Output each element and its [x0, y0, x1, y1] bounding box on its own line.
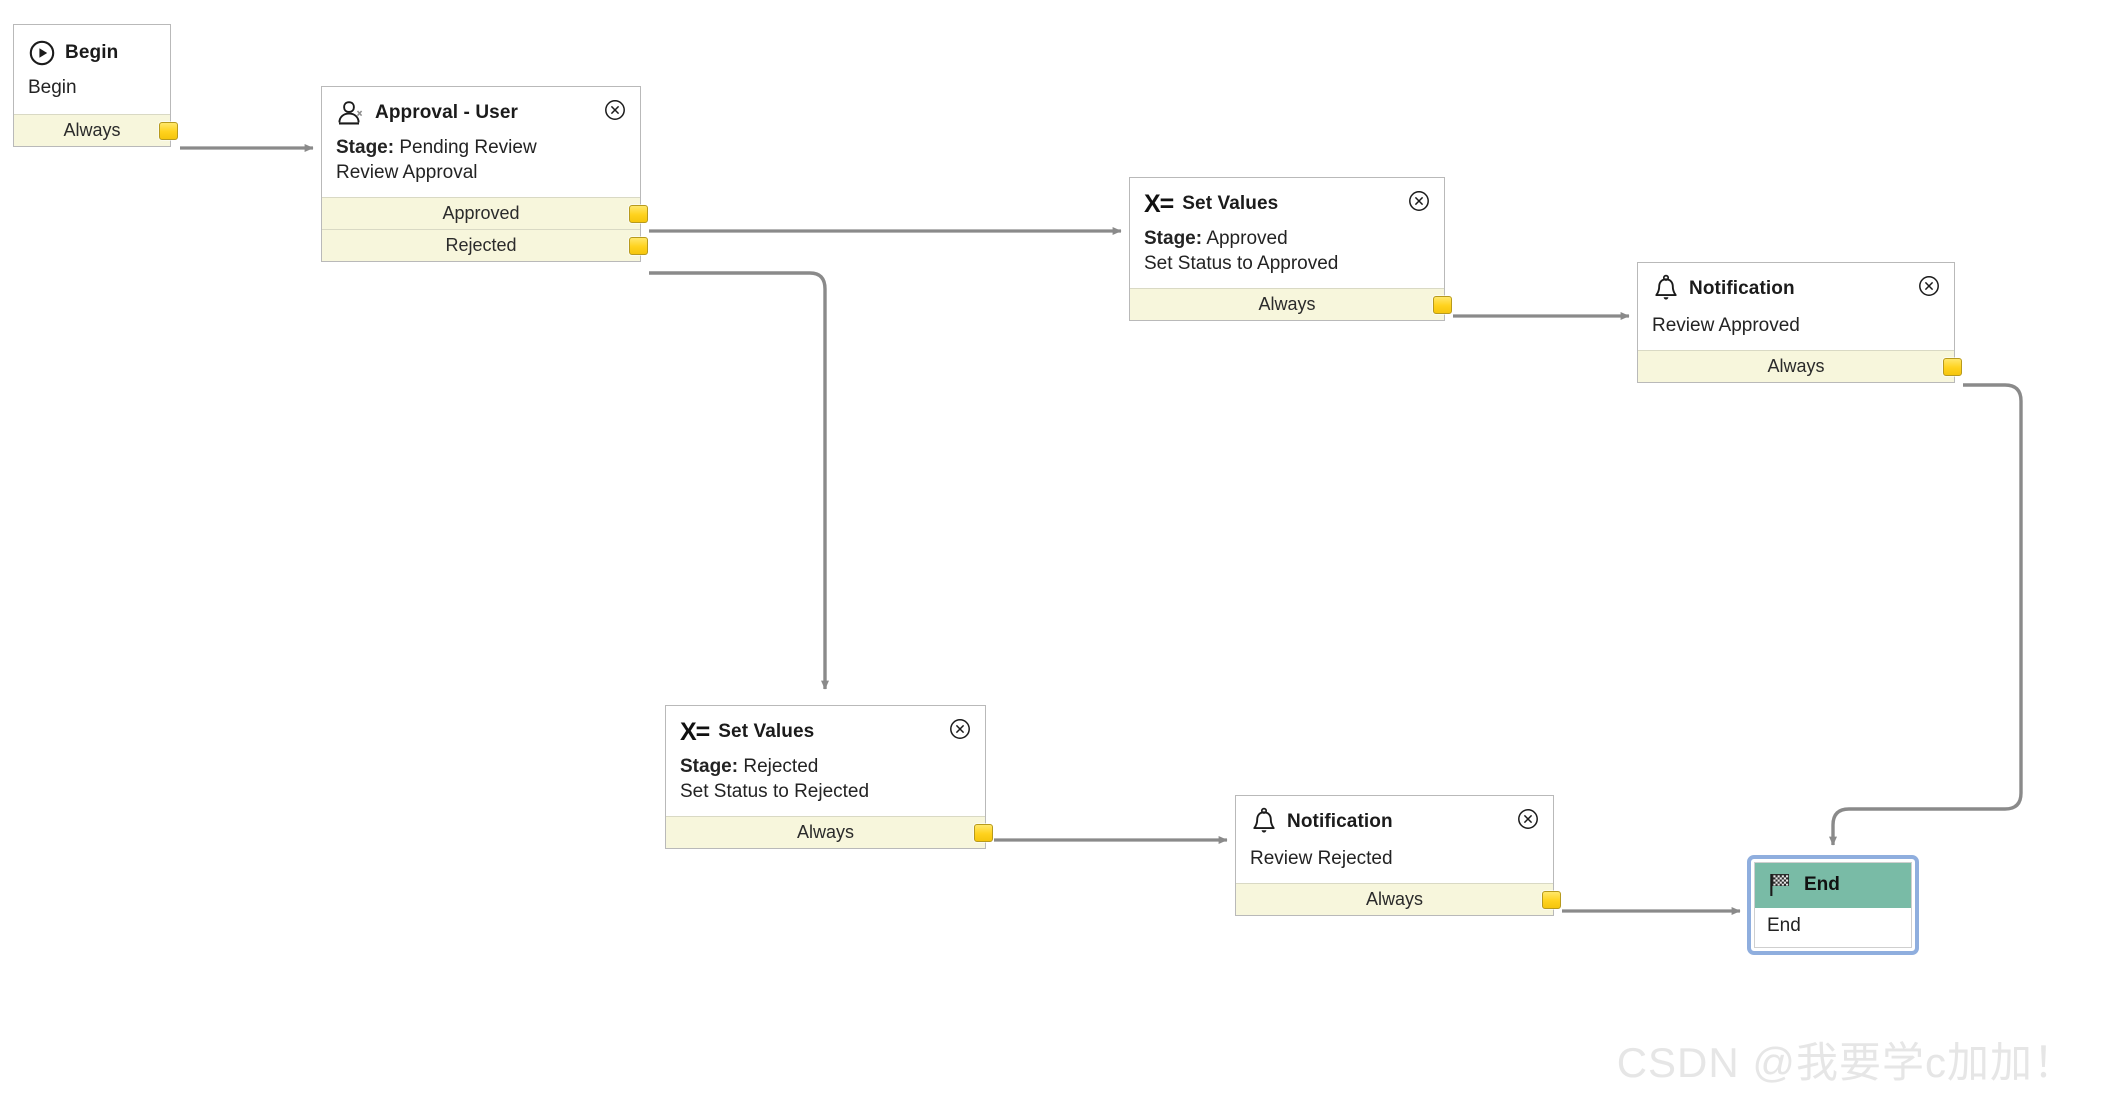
outcome-approval-approved[interactable]: Approved [322, 197, 648, 230]
edge-notification-approved-to-end [1829, 383, 2023, 846]
node-set-values-approved[interactable]: X= Set Values Stage: Approved Set Status… [1129, 177, 1452, 322]
node-begin-header: Begin [28, 37, 156, 69]
watermark: CSDN @我要学c加加！ [1616, 1039, 2076, 1086]
bell-icon [1652, 274, 1680, 304]
node-set-values-rejected-title: Set Values [718, 721, 815, 742]
edge-rejected-to-setvalues [649, 271, 829, 690]
port-begin-always[interactable] [159, 121, 178, 140]
x-equals-icon: X= [680, 717, 710, 746]
node-begin-title: Begin [65, 42, 119, 63]
close-icon[interactable] [1517, 808, 1539, 830]
outcome-approval-approved-label: Approved [442, 203, 520, 224]
node-set-values-rejected-body: X= Set Values Stage: Rejected Set Status… [666, 706, 985, 816]
port-approval-rejected[interactable] [629, 236, 648, 255]
outcome-notification-rejected-always[interactable]: Always [1236, 883, 1561, 916]
x-equals-icon: X= [1144, 189, 1174, 218]
outcome-begin-always-label: Always [63, 120, 121, 141]
node-notification-approved[interactable]: Notification Review Approved Always [1637, 262, 1962, 384]
outcome-set-values-rejected-always-label: Always [796, 822, 854, 843]
port-notification-approved-always[interactable] [1943, 357, 1962, 376]
node-end-inner: End End [1754, 862, 1912, 948]
node-begin[interactable]: Begin Begin Always [13, 24, 178, 148]
node-end-title: End [1804, 874, 1840, 895]
outcome-set-values-approved-always-label: Always [1258, 294, 1316, 315]
close-icon[interactable] [1918, 275, 1940, 297]
node-end[interactable]: End End [1747, 855, 1919, 955]
node-set-values-rejected-stage-value: Rejected [743, 756, 819, 777]
outcome-notification-approved-always-label: Always [1767, 356, 1825, 377]
node-set-values-approved-description: Set Status to Approved [1144, 253, 1339, 275]
node-approval-stage: Stage: Pending Review [336, 136, 626, 160]
node-notification-approved-body: Notification Review Approved [1638, 263, 1954, 350]
node-set-values-rejected-stage-label: Stage: [680, 756, 739, 777]
close-icon[interactable] [604, 99, 626, 121]
outcome-set-values-approved-always[interactable]: Always [1130, 288, 1452, 321]
node-approval-user[interactable]: Approval - User Stage: Pending Review Re… [321, 86, 648, 263]
port-notification-rejected-always[interactable] [1542, 890, 1561, 909]
outcome-approval-rejected[interactable]: Rejected [322, 229, 648, 262]
node-set-values-approved-stage-value: Approved [1206, 228, 1288, 249]
node-notification-approved-header: Notification [1652, 273, 1940, 305]
node-approval-title: Approval - User [375, 102, 518, 123]
node-approval-description: Review Approval [336, 162, 478, 184]
checkered-flag-icon [1765, 870, 1795, 900]
node-set-values-rejected[interactable]: X= Set Values Stage: Rejected Set Status… [665, 705, 993, 850]
node-notification-approved-description: Review Approved [1652, 315, 1800, 336]
close-icon[interactable] [1408, 190, 1430, 212]
node-begin-description: Begin [28, 77, 77, 98]
node-notification-approved-title: Notification [1689, 278, 1795, 299]
node-notification-rejected-title: Notification [1287, 811, 1393, 832]
port-set-values-approved-always[interactable] [1433, 295, 1452, 314]
close-icon[interactable] [949, 718, 971, 740]
node-notification-rejected-header: Notification [1250, 806, 1539, 838]
outcome-approval-rejected-label: Rejected [445, 235, 517, 256]
node-notification-rejected-description: Review Rejected [1250, 848, 1393, 869]
node-begin-body: Begin Begin [14, 25, 170, 114]
bell-icon [1250, 807, 1278, 837]
node-set-values-rejected-description: Set Status to Rejected [680, 781, 870, 803]
node-approval-stage-value: Pending Review [399, 137, 537, 158]
play-circle-icon [28, 39, 56, 67]
node-notification-rejected[interactable]: Notification Review Rejected Always [1235, 795, 1561, 917]
outcome-notification-rejected-always-label: Always [1365, 889, 1423, 910]
node-set-values-rejected-header: X= Set Values [680, 716, 971, 748]
port-approval-approved[interactable] [629, 204, 648, 223]
node-end-description: End [1755, 908, 1911, 947]
user-approval-icon [336, 98, 366, 128]
port-set-values-rejected-always[interactable] [974, 823, 993, 842]
node-end-header: End [1755, 863, 1911, 908]
node-notification-rejected-body: Notification Review Rejected [1236, 796, 1553, 883]
outcome-notification-approved-always[interactable]: Always [1638, 350, 1962, 383]
node-approval-stage-label: Stage: [336, 137, 395, 158]
outcome-begin-always[interactable]: Always [14, 114, 178, 147]
node-set-values-approved-title: Set Values [1182, 193, 1279, 214]
node-set-values-approved-header: X= Set Values [1144, 188, 1430, 220]
node-set-values-approved-stage-label: Stage: [1144, 228, 1203, 249]
outcome-set-values-rejected-always[interactable]: Always [666, 816, 993, 849]
node-approval-header: Approval - User [336, 97, 626, 129]
node-set-values-approved-stage: Stage: Approved [1144, 227, 1430, 251]
node-set-values-rejected-stage: Stage: Rejected [680, 755, 971, 779]
node-set-values-approved-body: X= Set Values Stage: Approved Set Status… [1130, 178, 1444, 288]
node-approval-body: Approval - User Stage: Pending Review Re… [322, 87, 640, 197]
